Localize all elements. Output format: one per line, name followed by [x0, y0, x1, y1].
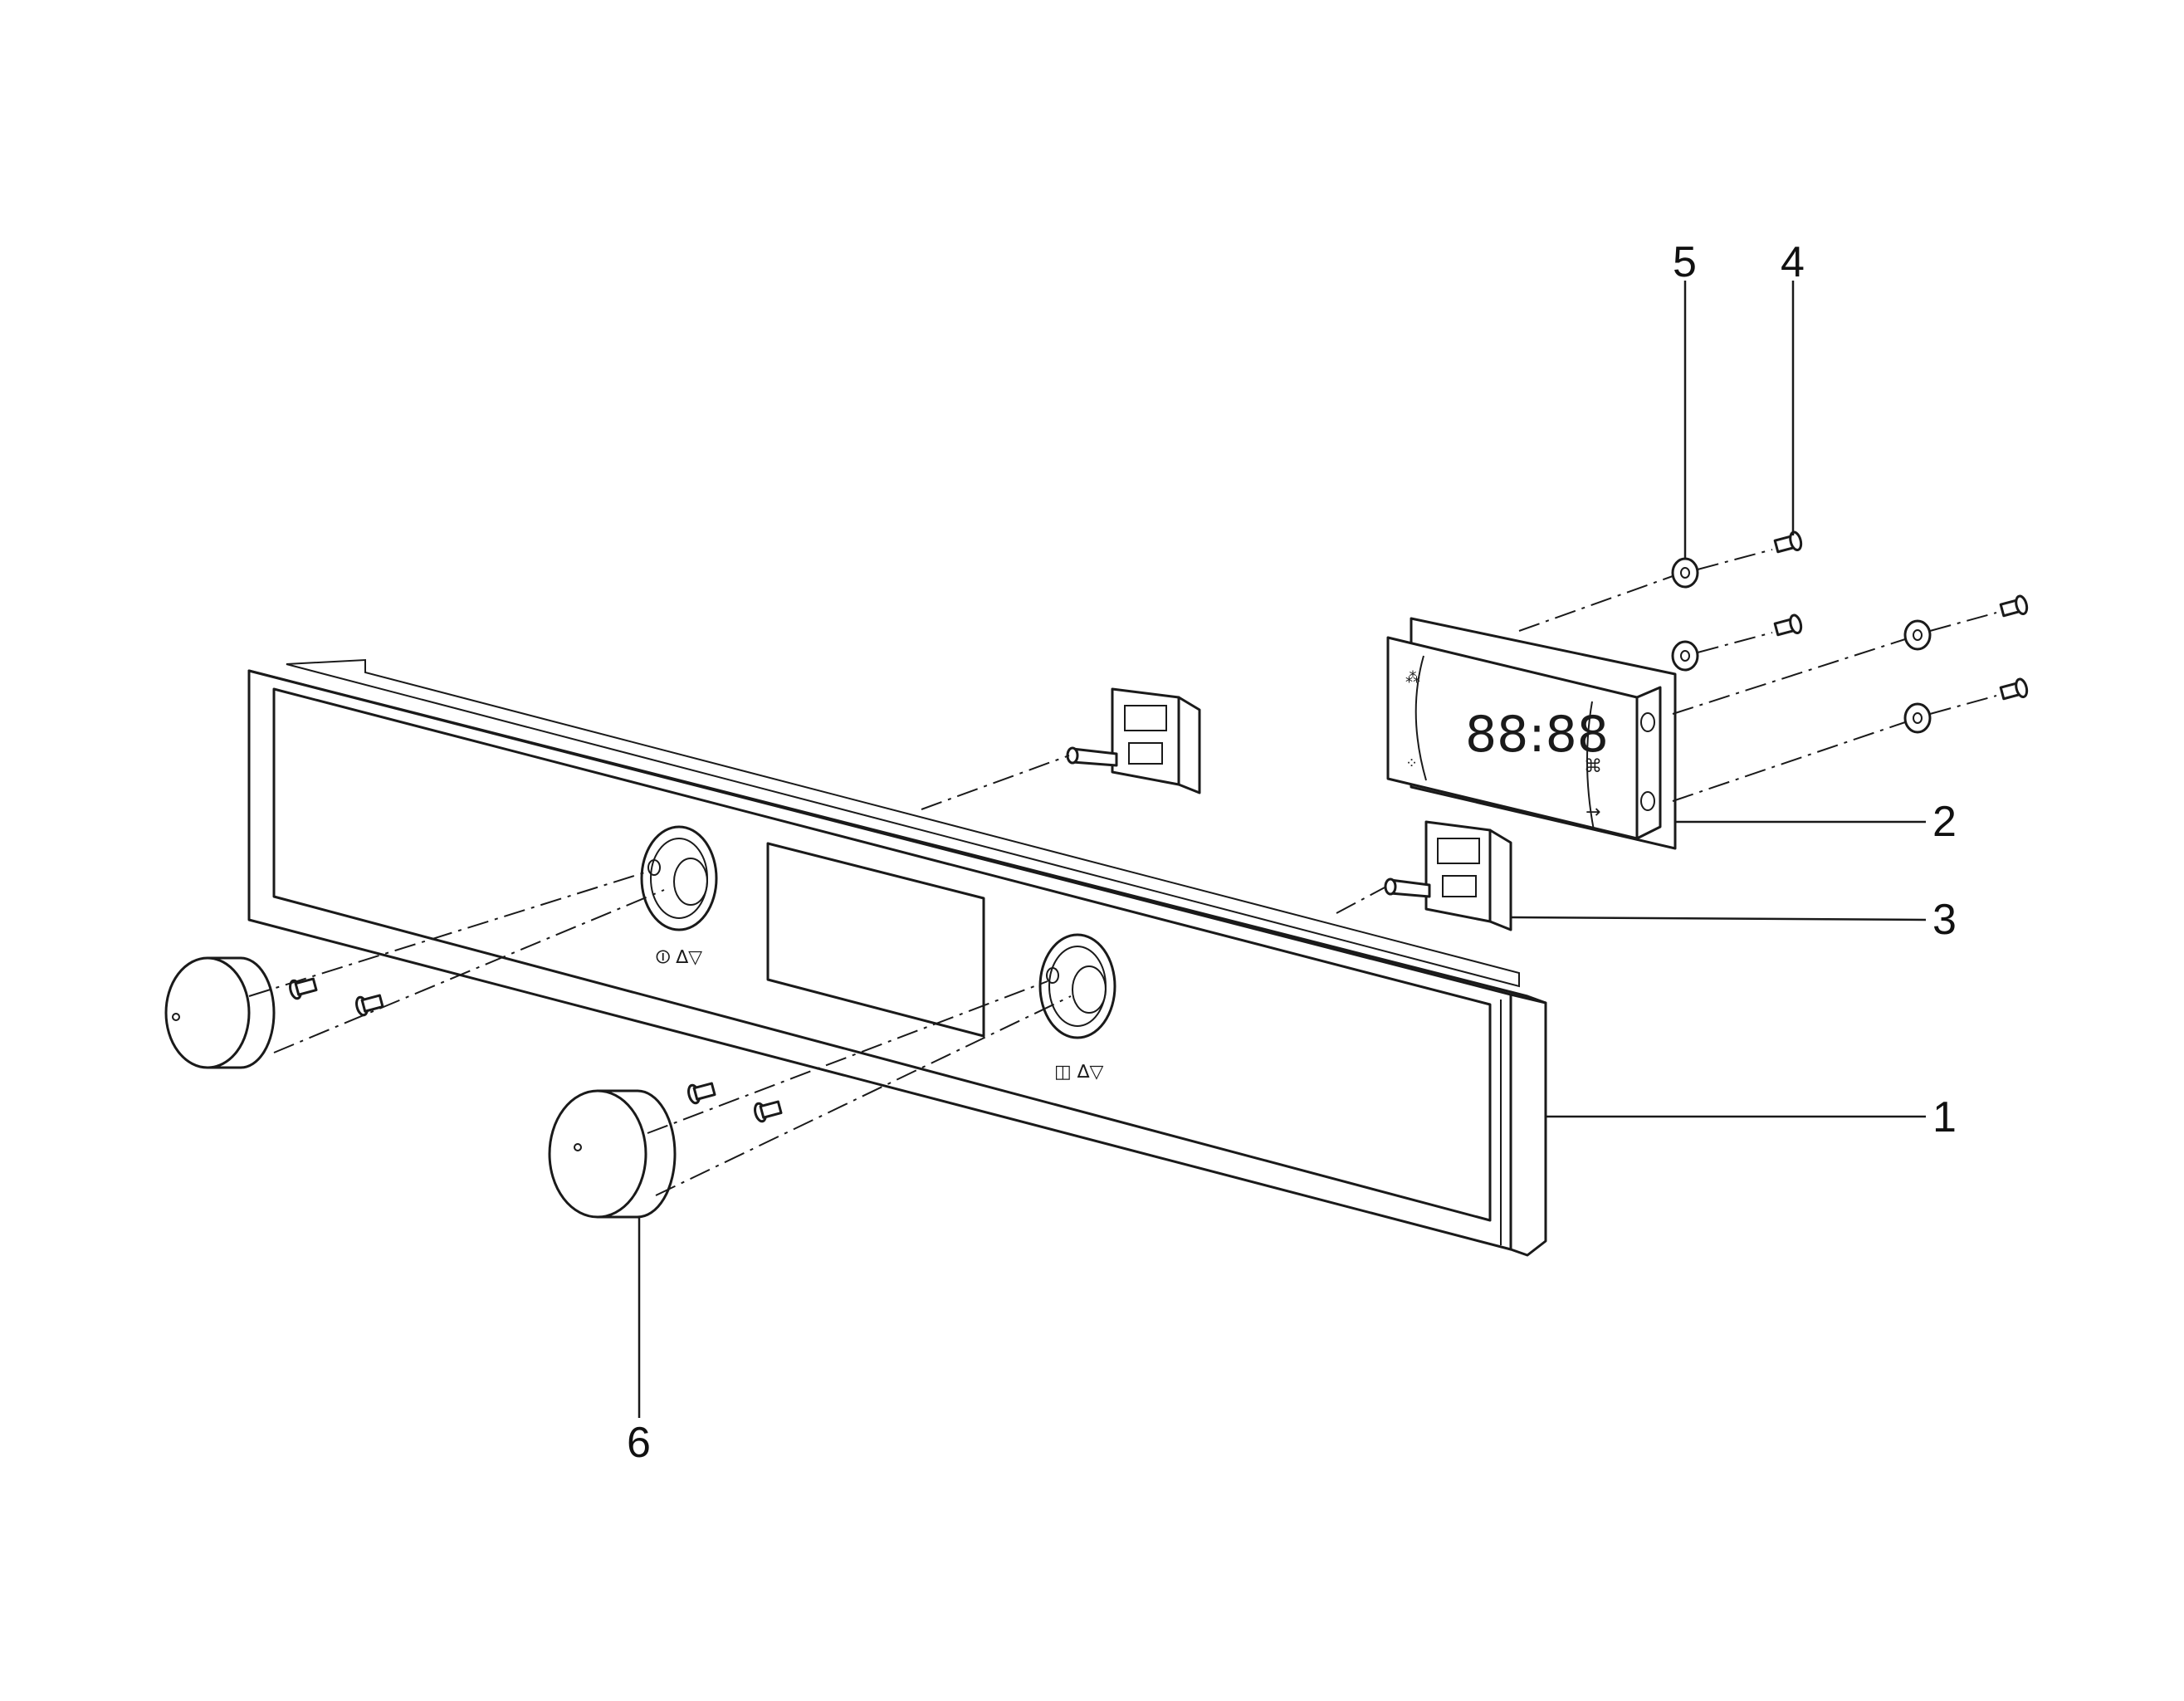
svg-text:⁂: ⁂ [1405, 669, 1420, 687]
control-panel: ⏼ ∆▽ ◫ ∆▽ [247, 658, 1547, 1257]
washers [1671, 557, 1932, 734]
right-knob-hole [1038, 933, 1116, 1039]
door-symbol-icon: ◫ ∆▽ [1054, 1062, 1103, 1083]
part-label-1: 1 [1932, 1093, 1957, 1141]
display-module: 88:88 ⁂ ⁘ ⌘ → [1386, 617, 1677, 850]
screws [289, 530, 2029, 1123]
knob-right [548, 1089, 677, 1219]
svg-text:→: → [1585, 802, 1600, 823]
display-readout: 88:88 [1465, 706, 1609, 764]
part-label-3: 3 [1932, 896, 1957, 944]
part-label-2: 2 [1932, 798, 1957, 846]
rotary-switch-lower [1384, 820, 1512, 931]
left-knob-hole [640, 825, 718, 931]
leader-lines [638, 281, 1927, 1418]
part-label-4: 4 [1781, 238, 1805, 286]
part-label-5: 5 [1673, 238, 1697, 286]
assembly-lines [248, 549, 1997, 1196]
part-label-6: 6 [627, 1419, 651, 1467]
svg-text:⁘: ⁘ [1405, 755, 1418, 772]
knob-left [164, 956, 276, 1069]
svg-text:⌘: ⌘ [1584, 756, 1602, 777]
rotary-switch-upper [1066, 687, 1201, 794]
power-symbol-icon: ⏼ ∆▽ [656, 947, 702, 968]
